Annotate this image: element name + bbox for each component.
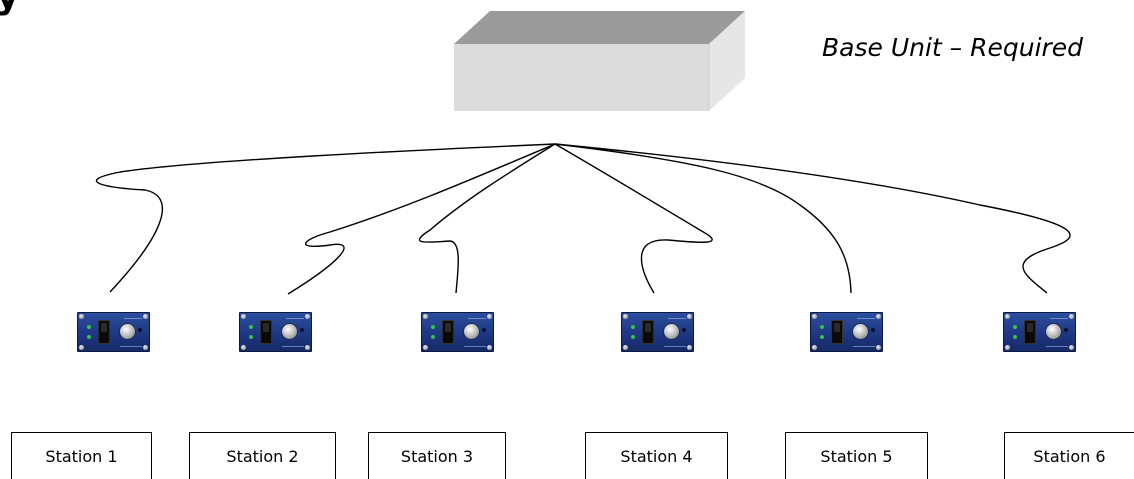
station-5-device-icon xyxy=(810,312,883,352)
station-4-device-icon xyxy=(621,312,694,352)
svg-text:y: y xyxy=(0,0,19,16)
station-3-label: Station 3 xyxy=(368,432,506,479)
cable-station-4 xyxy=(554,143,713,294)
station-1-label: Station 1 xyxy=(11,432,152,479)
station-3-device-icon xyxy=(421,312,494,352)
clipped-title-fragment: y xyxy=(0,0,19,16)
base-unit-label: Base Unit – Required xyxy=(822,33,1084,62)
station-6-label: Station 6 xyxy=(1004,432,1134,479)
station-5-label: Station 5 xyxy=(785,432,928,479)
base-unit-top xyxy=(454,11,745,44)
base-unit-front xyxy=(454,44,709,111)
cable-station-1 xyxy=(95,143,556,293)
cable-station-3 xyxy=(418,143,556,294)
base-unit-side xyxy=(709,11,745,111)
station-2-device-icon xyxy=(239,312,312,352)
station-1-device-icon xyxy=(77,312,150,352)
station-2-label: Station 2 xyxy=(189,432,336,479)
cable-station-6 xyxy=(554,143,1071,294)
station-6-device-icon xyxy=(1003,312,1076,352)
cable-station-2 xyxy=(287,143,556,295)
station-4-label: Station 4 xyxy=(585,432,728,479)
cable-station-5 xyxy=(554,143,852,294)
base-unit xyxy=(454,11,745,111)
connector-cables xyxy=(95,143,1071,295)
